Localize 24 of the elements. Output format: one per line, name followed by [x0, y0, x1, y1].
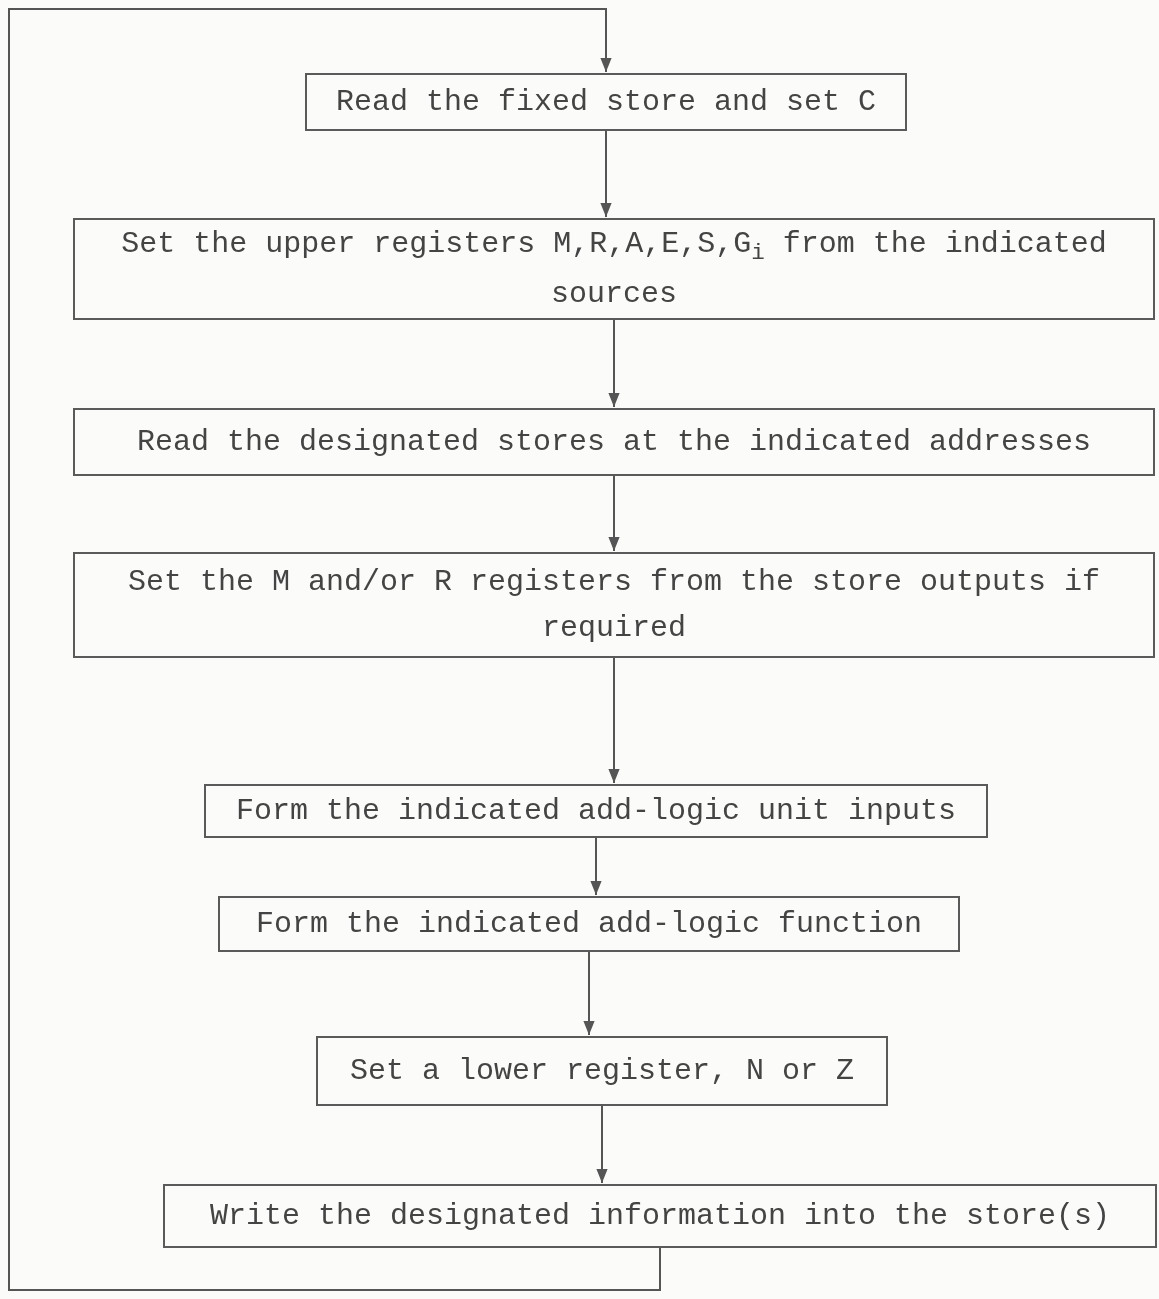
- process-box: [305, 73, 907, 131]
- arrow: [596, 1105, 608, 1184]
- arrow: [600, 130, 612, 218]
- process-box: [204, 784, 988, 838]
- step-text: Form the indicated add-logic function: [255, 905, 923, 943]
- arrow: [8, 8, 661, 1291]
- arrow: [608, 475, 620, 552]
- step-text: Form the indicated add-logic unit inputs: [235, 792, 957, 830]
- step-text: Read the fixed store and set C: [335, 83, 877, 121]
- arrow: [608, 657, 620, 784]
- arrow: [608, 319, 620, 408]
- step-text: Set the M and/or R registers from the store outputs if required: [126, 563, 1102, 647]
- step-text: Write the designated information into the store(s): [209, 1197, 1111, 1235]
- arrow: [583, 951, 595, 1036]
- step-text: Read the designated stores at the indicated addresses: [136, 423, 1092, 461]
- process-box: [316, 1036, 888, 1106]
- process-box: [73, 552, 1155, 658]
- process-box: [163, 1184, 1157, 1248]
- step-text: Set a lower register, N or Z: [349, 1052, 855, 1090]
- process-box: [73, 218, 1155, 320]
- process-box: [218, 896, 960, 952]
- step-text: Set the upper registers M,R,A,E,S,G$_{i}$ from the indicated sources: [120, 225, 1108, 313]
- arrow: [590, 837, 602, 896]
- process-box: [73, 408, 1155, 476]
